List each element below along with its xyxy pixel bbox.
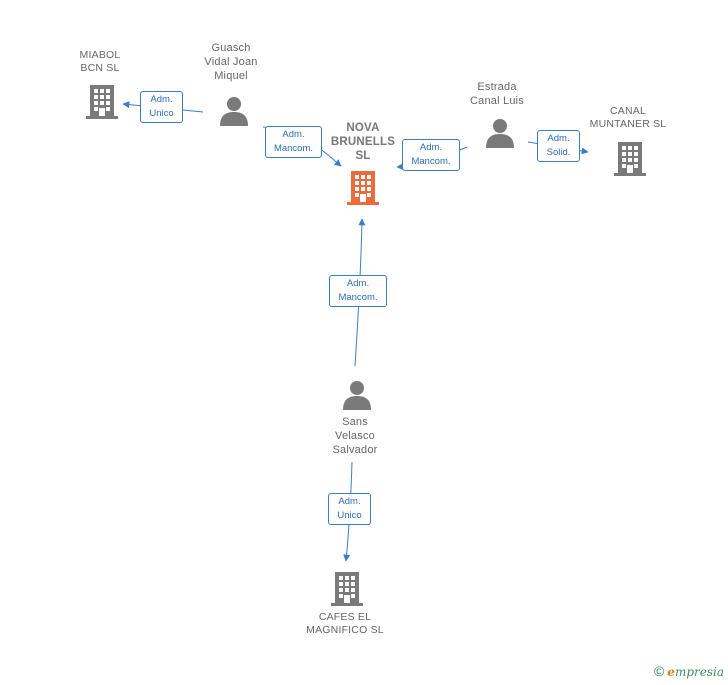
copyright-symbol: © — [653, 663, 665, 679]
person-icon — [220, 97, 248, 126]
edge-label-estrada-nova: Adm. Mancom. — [402, 139, 460, 171]
building-icon — [347, 171, 379, 205]
building-icon — [86, 85, 118, 119]
edge-label-guasch-miabol: Adm. Unico — [140, 91, 183, 123]
building-icon — [331, 572, 363, 606]
edge-label-estrada-canal: Adm. Solid. — [537, 130, 580, 162]
edge-label-sans-cafes: Adm. Unico — [328, 493, 371, 525]
node-label-estrada: Estrada Canal Luis — [470, 81, 524, 107]
node-label-guasch: Guasch Vidal Joan Miquel — [204, 42, 258, 82]
brand-logo-text: mpresia — [674, 665, 724, 679]
brand-logo-initial: e — [667, 665, 675, 679]
node-label-sans: Sans Velasco Salvador — [332, 416, 378, 456]
node-label-cafes: CAFES EL MAGNIFICO SL — [306, 611, 384, 636]
edge-label-sans-nova: Adm. Mancom. — [329, 275, 387, 307]
node-label-nova: NOVA BRUNELLS SL — [330, 122, 396, 162]
person-icon — [486, 119, 514, 148]
edge-label-guasch-nova: Adm. Mancom. — [265, 126, 322, 158]
building-icon — [614, 142, 646, 176]
brand-footer: ©empresia — [654, 663, 724, 679]
node-label-miabol: MIABOL BCN SL — [79, 49, 121, 74]
person-icon — [343, 381, 371, 410]
node-label-canal: CANAL MUNTANER SL — [589, 105, 667, 130]
